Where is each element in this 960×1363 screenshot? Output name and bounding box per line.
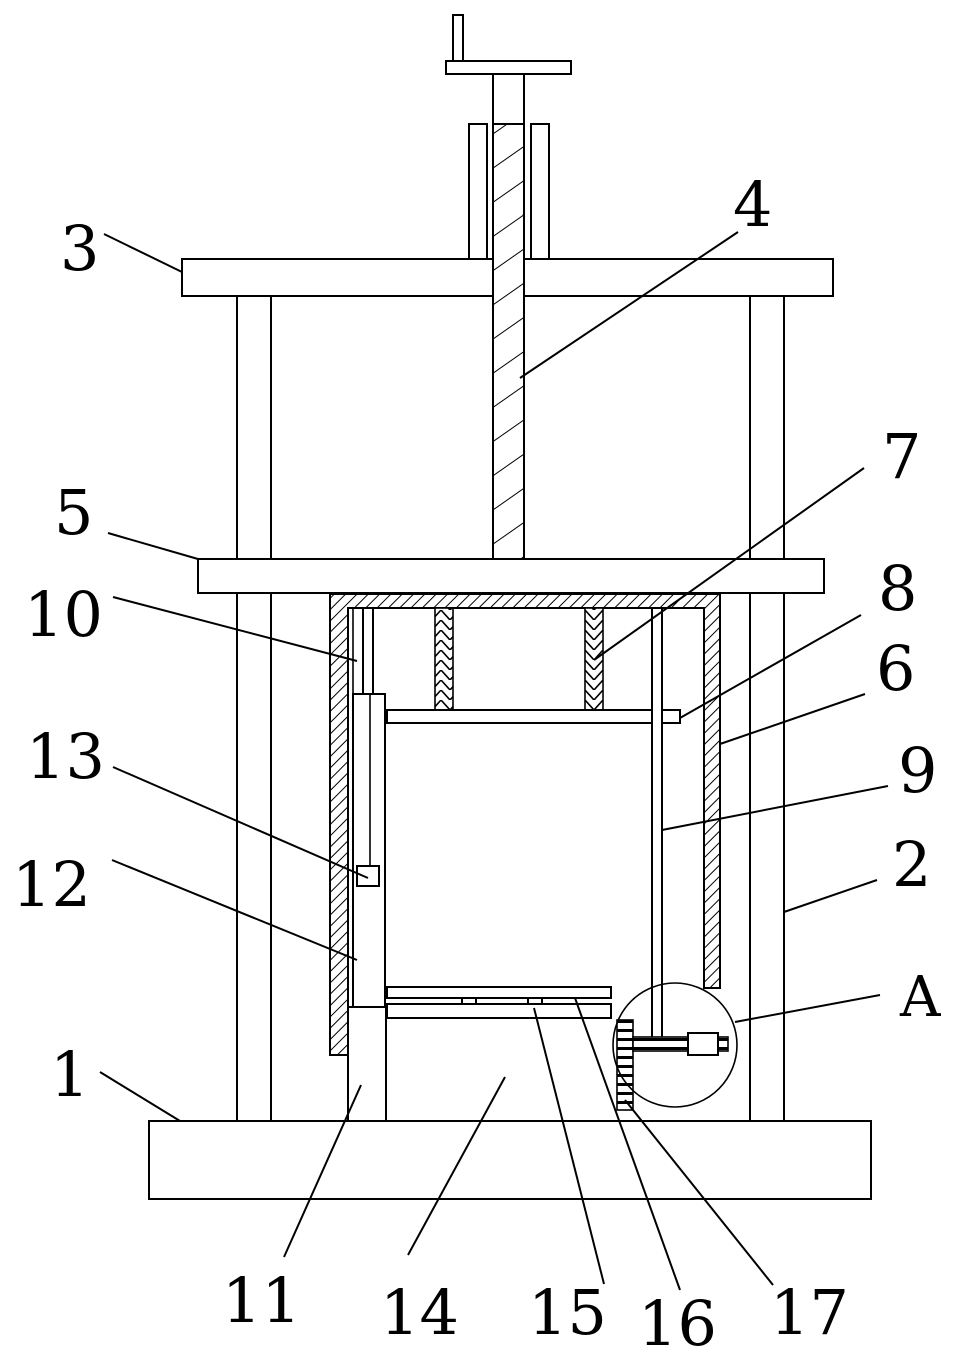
lower-platform xyxy=(386,1003,612,1019)
leader-12 xyxy=(111,859,358,961)
label-5: 5 xyxy=(54,476,93,549)
leader-7 xyxy=(593,467,865,661)
leader-14 xyxy=(407,1076,506,1256)
detail-a-circle xyxy=(612,982,738,1108)
leader-a xyxy=(734,994,881,1023)
right-column xyxy=(749,295,785,1122)
leader-4 xyxy=(519,231,739,379)
label-6: 6 xyxy=(876,632,915,705)
support-post xyxy=(347,1006,387,1122)
screw-rod xyxy=(492,73,525,560)
label-7: 7 xyxy=(882,420,921,493)
leader-13 xyxy=(112,766,369,879)
handwheel-bar xyxy=(445,60,572,75)
leader-16 xyxy=(574,997,681,1291)
label-2: 2 xyxy=(892,828,931,901)
label-a: A xyxy=(899,965,941,1030)
label-14: 14 xyxy=(380,1276,459,1349)
leader-6 xyxy=(719,693,866,745)
leader-10 xyxy=(112,596,358,662)
upper-platform xyxy=(386,986,612,999)
slider-sleeve xyxy=(352,693,386,1008)
screw-sleeve-left xyxy=(468,123,488,260)
label-3: 3 xyxy=(60,212,99,285)
leader-11 xyxy=(283,1084,362,1258)
hatched-housing xyxy=(329,593,721,1056)
label-16: 16 xyxy=(638,1287,717,1360)
leader-2 xyxy=(783,879,878,913)
label-12: 12 xyxy=(12,848,91,921)
screw-sleeve-right xyxy=(530,123,550,260)
leader-15 xyxy=(533,1007,605,1285)
label-17: 17 xyxy=(770,1276,849,1349)
screw-rod-neck xyxy=(492,73,525,125)
label-15: 15 xyxy=(528,1276,607,1349)
label-8: 8 xyxy=(878,552,917,625)
leader-17 xyxy=(624,1099,774,1286)
left-column xyxy=(236,295,272,1122)
spring-left xyxy=(434,607,454,711)
pressure-plate xyxy=(386,709,681,724)
label-10: 10 xyxy=(24,578,103,651)
label-4: 4 xyxy=(733,168,772,241)
base-plate xyxy=(148,1120,872,1200)
slide-rod-left-outer xyxy=(362,607,374,695)
label-1: 1 xyxy=(50,1038,89,1111)
label-9: 9 xyxy=(898,734,937,807)
gear-rack xyxy=(616,1019,634,1111)
leader-3 xyxy=(103,233,183,273)
slider-block xyxy=(356,865,380,887)
leader-8 xyxy=(679,614,862,719)
leader-5 xyxy=(107,532,199,560)
leader-1 xyxy=(99,1071,181,1122)
handwheel-grip xyxy=(452,14,464,62)
label-13: 13 xyxy=(26,720,105,793)
platform-spacer-right xyxy=(527,997,543,1005)
guide-rod xyxy=(651,607,663,1041)
leader-9 xyxy=(661,785,889,831)
platform-spacer-left xyxy=(461,997,477,1005)
label-11: 11 xyxy=(222,1264,301,1337)
moving-plate xyxy=(197,558,825,594)
detail-a-block xyxy=(687,1032,719,1056)
